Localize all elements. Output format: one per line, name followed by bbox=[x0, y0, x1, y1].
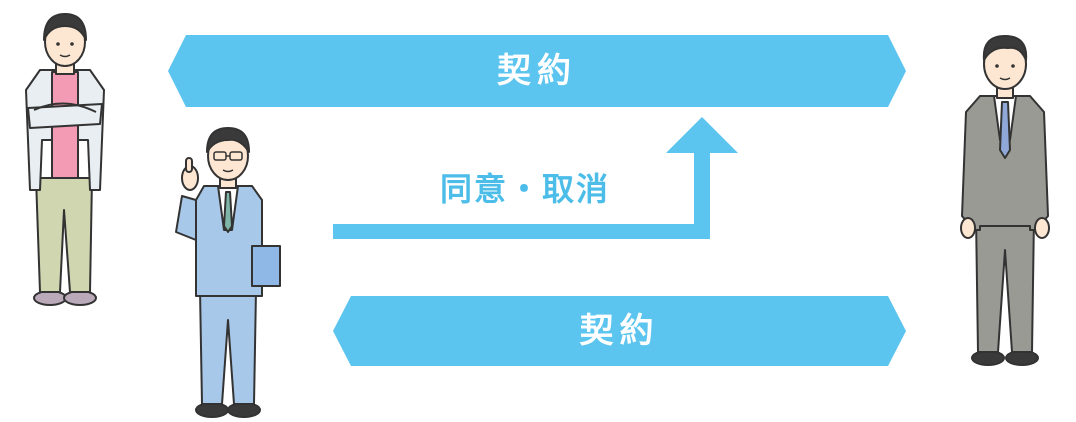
top-contract-banner bbox=[168, 35, 906, 107]
casual-man-figure bbox=[25, 13, 105, 306]
consent-cancel-arrow bbox=[333, 117, 738, 239]
bottom-contract-banner bbox=[333, 296, 906, 366]
top-banner-label: 契約 bbox=[497, 51, 577, 91]
businessman-with-glasses-figure bbox=[175, 127, 281, 418]
businessman-gray-suit-figure bbox=[960, 35, 1050, 366]
consent-cancel-label: 同意・取消 bbox=[440, 170, 611, 208]
bottom-banner-label: 契約 bbox=[579, 311, 660, 351]
